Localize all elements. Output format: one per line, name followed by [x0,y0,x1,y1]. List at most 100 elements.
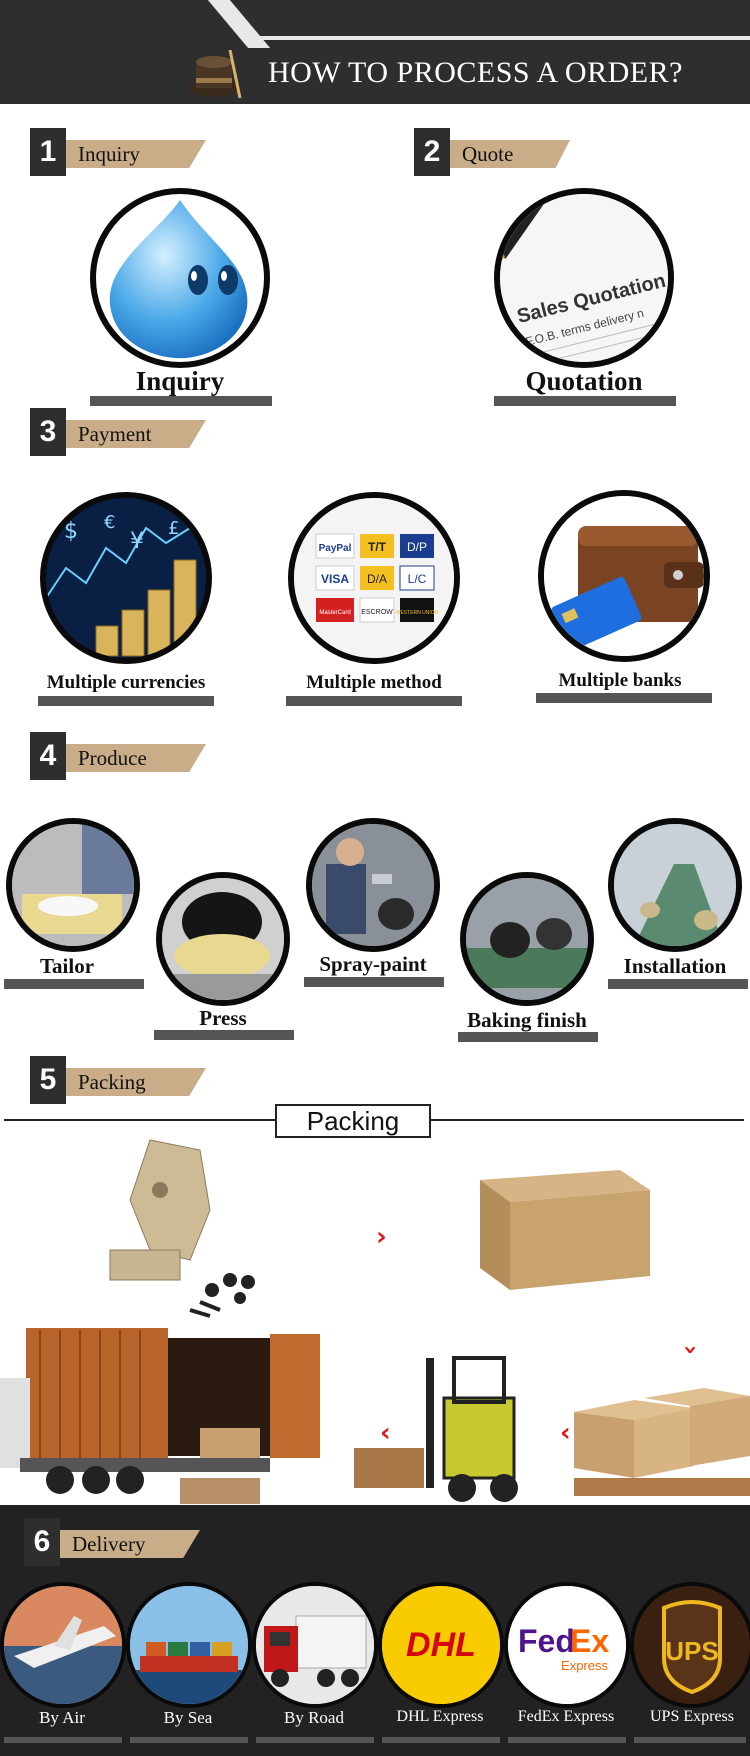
escrow-logo: ESCROW [361,609,393,616]
step-tag: Delivery [60,1530,200,1558]
ups-wordmark: UPS [665,1636,718,1666]
step-tag: Produce [66,744,206,772]
euro-symbol: € [104,512,115,533]
inquiry-image [90,188,270,368]
step-number: 5 [30,1056,66,1104]
dhl-logo-image: DHL [378,1582,504,1708]
installation-photo [614,824,736,946]
delivery-underline [634,1737,746,1743]
caption-underline [90,396,272,406]
step-label: Delivery [72,1532,146,1556]
quotation-caption: Quotation [525,366,643,396]
delivery-underline [508,1737,626,1743]
visa-logo: VISA [321,572,349,586]
ups-logo-image: UPS [630,1582,750,1708]
fedex-logo: Fed Ex Express [508,1586,626,1704]
step-tag: Quote [450,140,570,168]
tailor-photo [12,824,134,946]
sea-freight-image [126,1582,252,1708]
step-tag: Payment [66,420,206,448]
payment-caption-method: Multiple method [306,672,442,693]
da-logo: D/A [367,572,387,586]
caption-underline [458,1032,598,1042]
product-mount-image [109,1139,255,1318]
step-label: Inquiry [78,142,140,166]
step-label: Packing [78,1070,146,1094]
header-decoration [207,0,271,48]
cardboard-box-image [480,1170,650,1290]
delivery-label-air: By Air [39,1708,85,1727]
delivery-underline [4,1737,122,1743]
delivery-label-ups: UPS Express [649,1708,734,1725]
palletized-boxes-image [574,1388,750,1496]
dhl-wordmark: DHL [406,1626,476,1664]
step-number: 2 [414,128,450,176]
produce-caption-baking-finish: Baking finish [467,1008,587,1032]
caption-underline [4,979,144,989]
caption-underline [286,696,462,706]
fedex-wordmark-ex: Ex [570,1623,609,1659]
paypal-logo: PayPal [319,543,352,554]
yen-symbol: ¥ [130,529,144,554]
step-label: Quote [462,142,514,166]
coins-chart-icon: $ € ¥ £ [46,498,206,658]
caption-underline [304,977,444,987]
inquiry-caption: Inquiry [135,366,225,396]
quotation-image: Sales Quotation F.O.B. terms delivery n [494,188,674,368]
press-image [156,872,290,1006]
step-label: Payment [78,422,152,446]
packing-title: Packing [275,1104,431,1138]
spray-paint-photo [312,824,434,946]
caption-underline [154,1030,294,1040]
fedex-wordmark-fed: Fed [518,1623,575,1659]
spray-paint-image [306,818,440,952]
delivery-underline [256,1737,374,1743]
arrow-left-icon: ‹ [380,1418,391,1448]
step-number: 4 [30,732,66,780]
airplane-photo [4,1586,122,1704]
payment-methods-icon: PayPal T/T D/P VISA D/A L/C MasterCard E… [294,498,454,658]
payment-caption-currencies: Multiple currencies [46,672,206,693]
delivery-label-road: By Road [284,1708,344,1727]
arrow-down-icon: › [676,1345,705,1355]
caption-underline [38,696,214,706]
baking-finish-image [460,872,594,1006]
caption-underline [608,979,748,989]
header-banner: HOW TO PROCESS A ORDER? [0,0,750,104]
delivery-underline [130,1737,248,1743]
produce-caption-installation: Installation [623,954,727,978]
fedex-express-text: Express [561,1658,608,1673]
delivery-label-sea: By Sea [163,1708,213,1727]
forklift-image [354,1356,518,1502]
arrow-left-icon: ‹ [560,1418,571,1448]
page-title: HOW TO PROCESS A ORDER? [268,56,683,89]
truck-photo [256,1586,374,1704]
produce-caption-spray-paint: Spray-paint [319,952,427,976]
delivery-underline [382,1737,500,1743]
dollar-symbol: $ [64,519,78,544]
container-truck-image [0,1328,320,1504]
step-number: 3 [30,408,66,456]
dhl-logo: DHL [382,1586,500,1704]
western-union-logo: WESTERN UNION [396,610,439,616]
produce-caption-tailor: Tailor [39,954,95,978]
currencies-image: $ € ¥ £ [40,492,212,664]
air-freight-image [0,1582,126,1708]
header-divider [258,36,750,40]
top-hat-icon [188,50,242,99]
produce-caption-press: Press [199,1006,247,1030]
delivery-label-fedex: FedEx Express [517,1708,615,1725]
step-tag: Inquiry [66,140,206,168]
pound-symbol: £ [168,518,179,539]
road-freight-image [252,1582,378,1708]
banks-image [538,490,710,662]
wallet-card-icon [544,496,704,656]
step-tag: Packing [66,1068,206,1096]
step-number: 1 [30,128,66,176]
installation-image [608,818,742,952]
ship-photo [130,1586,248,1704]
caption-underline [494,396,676,406]
methods-image: PayPal T/T D/P VISA D/A L/C MasterCard E… [288,492,460,664]
baking-photo [466,878,588,1000]
chat-drop-icon [109,200,248,359]
